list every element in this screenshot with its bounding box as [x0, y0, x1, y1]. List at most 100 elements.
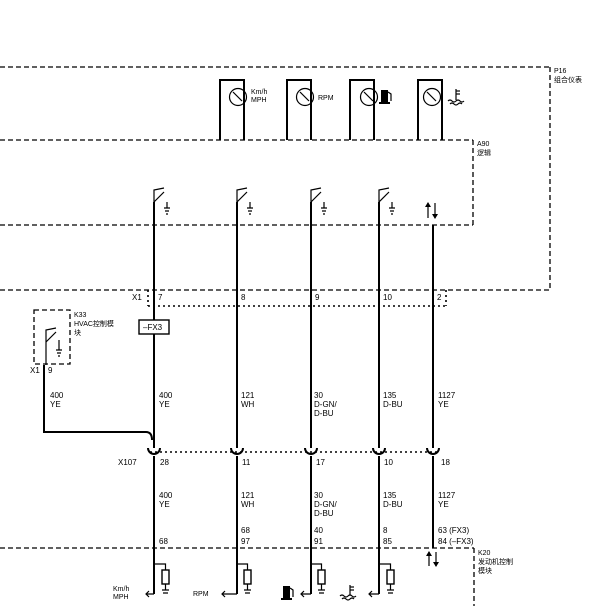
switch-contact-1: [153, 187, 170, 215]
output-speed-label-1: Km/h: [113, 586, 129, 593]
wire-lower-5-color: YE: [438, 500, 449, 509]
wire-upper-4-color: D-BU: [383, 400, 403, 409]
gauge-needle-icon: [232, 91, 243, 102]
x1-pin-2: 2: [437, 293, 442, 302]
x1-pin-8: 8: [241, 293, 246, 302]
wire-upper-2-color: WH: [241, 400, 255, 409]
wire-lower-3-color: D-GN/: [314, 500, 337, 509]
ground-icon: [389, 207, 395, 215]
wire-lower-4-color: D-BU: [383, 500, 403, 509]
gauge-needle-icon: [363, 91, 374, 102]
fx3-option-box: –FX3: [138, 319, 170, 335]
k20-pin-63: 63 (FX3): [438, 526, 469, 535]
coolant-temp-icon: [447, 89, 465, 106]
wire-upper-4-num: 135: [383, 391, 397, 400]
k33-switch: [45, 327, 62, 365]
gauge-speed-label-2: MPH: [251, 97, 267, 104]
gauge-temperature: [417, 79, 465, 140]
switch-contact-4: [378, 187, 395, 215]
x107-pin-28: 28: [160, 458, 169, 467]
x1-pin-10: 10: [383, 293, 392, 302]
k33-boundary: [33, 309, 71, 365]
k20-name-2: 模块: [478, 566, 492, 575]
k20-pin-68: 68: [159, 537, 168, 546]
gauge-needle-icon: [426, 91, 437, 102]
k20-pin-68-upper: 68: [241, 526, 250, 535]
coolant-temp-icon: [339, 585, 357, 601]
fuel-pump-icon: [281, 586, 294, 600]
wire-lower-2-num: 121: [241, 491, 255, 500]
ground-icon: [56, 349, 62, 357]
gauge-speed-label-1: Km/h: [251, 89, 267, 96]
k33-name-1: HVAC控制模: [74, 319, 114, 328]
wire-lower-1-num: 400: [159, 491, 173, 500]
x107-label: X107: [118, 458, 137, 467]
x107-connector: [147, 447, 440, 455]
wire-upper-2-num: 121: [241, 391, 255, 400]
a90-id: A90: [477, 141, 490, 148]
k20-name-1: 发动机控制: [478, 557, 513, 566]
x1-pin-9: 9: [315, 293, 320, 302]
p16-boundary: [0, 66, 551, 290]
output-speed-label-2: MPH: [113, 594, 129, 601]
gauge-speedometer: Km/h MPH: [219, 79, 267, 140]
gauge-tachometer: RPM: [286, 79, 334, 140]
k33-name-2: 块: [74, 328, 81, 337]
k33-id: K33: [74, 312, 87, 319]
k20-pin-97: 97: [241, 537, 250, 546]
lower-wires: [153, 456, 434, 548]
k20-id: K20: [478, 550, 491, 557]
output-rpm-label: RPM: [193, 591, 209, 598]
driver-temp: [339, 548, 395, 601]
p16-id: P16: [554, 68, 567, 75]
x107-pin-18: 18: [441, 458, 450, 467]
p16-name: 组合仪表: [554, 75, 582, 84]
k20-boundary: [0, 547, 475, 606]
gauge-needle-icon: [299, 91, 310, 102]
hvac-wire-color: YE: [50, 400, 61, 409]
ground-icon: [164, 207, 170, 215]
x1-connector: [147, 290, 447, 307]
switch-contact-3: [310, 187, 327, 215]
fuel-pump-icon: [379, 90, 392, 104]
k20-pin-40: 40: [314, 526, 323, 535]
k20-pin-91: 91: [314, 537, 323, 546]
x107-pin-10: 10: [384, 458, 393, 467]
bidirectional-data-icon: [426, 551, 439, 567]
wire-lower-1-color: YE: [159, 500, 170, 509]
wire-lower-2-color: WH: [241, 500, 255, 509]
wire-upper-1-color: YE: [159, 400, 170, 409]
gauge-rpm-label: RPM: [318, 95, 334, 102]
k20-pin-85: 85: [383, 537, 392, 546]
x107-pin-17: 17: [316, 458, 325, 467]
driver-rpm: [221, 548, 252, 598]
k20-pin-84: 84 (–FX3): [438, 537, 474, 546]
x1-left-label: X1: [30, 366, 40, 375]
wire-upper-3-num: 30: [314, 391, 323, 400]
driver-fuel: [281, 548, 326, 600]
ground-icon: [247, 207, 253, 215]
ground-icon: [321, 207, 327, 215]
hvac-wire: [43, 365, 153, 441]
switch-contact-2: [236, 187, 253, 215]
wire-lower-5-num: 1127: [438, 491, 456, 500]
wire-lower-3-color2: D-BU: [314, 509, 334, 518]
wire-upper-3-color2: D-BU: [314, 409, 334, 418]
wire-lower-3-num: 30: [314, 491, 323, 500]
a90-name: 逻辑: [477, 148, 491, 157]
x1-left-pin: 9: [48, 366, 53, 375]
x1-pin-7: 7: [158, 293, 163, 302]
wire-upper-5-color: YE: [438, 400, 449, 409]
k20-pin-8: 8: [383, 526, 388, 535]
driver-speed: [145, 548, 170, 598]
x1-label: X1: [132, 293, 142, 302]
fx3-label: –FX3: [143, 323, 163, 332]
wire-lower-4-num: 135: [383, 491, 397, 500]
bidirectional-data-icon: [425, 202, 438, 219]
wire-upper-3-color: D-GN/: [314, 400, 337, 409]
wire-upper-5-num: 1127: [438, 391, 456, 400]
wire-upper-1-num: 400: [159, 391, 173, 400]
gauge-fuel: [349, 79, 392, 140]
hvac-wire-num: 400: [50, 391, 64, 400]
